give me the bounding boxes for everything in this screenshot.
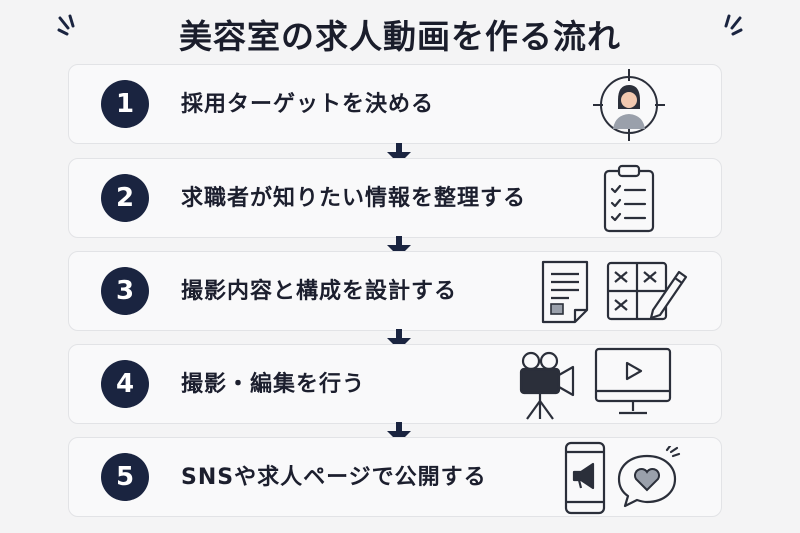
step-card-5: 5 SNSや求人ページで公開する [68,437,722,517]
step-number-badge: 1 [101,80,149,128]
speech-bubble-heart-icon [617,446,681,508]
title-sparkle-left-icon [57,14,75,36]
step-number-badge: 2 [101,174,149,222]
step-number-badge: 4 [101,360,149,408]
monitor-play-icon [594,347,672,415]
step-label: 撮影内容と構成を設計する [181,279,458,304]
step-card-2: 2 求職者が知りたい情報を整理する [68,158,722,238]
clipboard-checklist-icon [603,164,655,233]
step-label: 採用ターゲットを決める [181,92,435,117]
step-number-badge: 3 [101,267,149,315]
document-icon [541,260,589,324]
target-person-icon [593,69,665,141]
step-label: SNSや求人ページで公開する [181,465,487,490]
step-card-1: 1 採用ターゲットを決める [68,64,722,144]
step-label: 求職者が知りたい情報を整理する [181,186,527,211]
page-title: 美容室の求人動画を作る流れ [179,17,621,56]
step-label: 撮影・編集を行う [181,372,366,397]
step-card-4: 4 撮影・編集を行う [68,344,722,424]
storyboard-pencil-icon [606,261,688,321]
step-card-3: 3 撮影内容と構成を設計する [68,251,722,331]
video-camera-tripod-icon [519,351,575,420]
smartphone-megaphone-icon [564,441,606,515]
title-sparkle-right-icon [724,14,743,36]
step-number-badge: 5 [101,453,149,501]
